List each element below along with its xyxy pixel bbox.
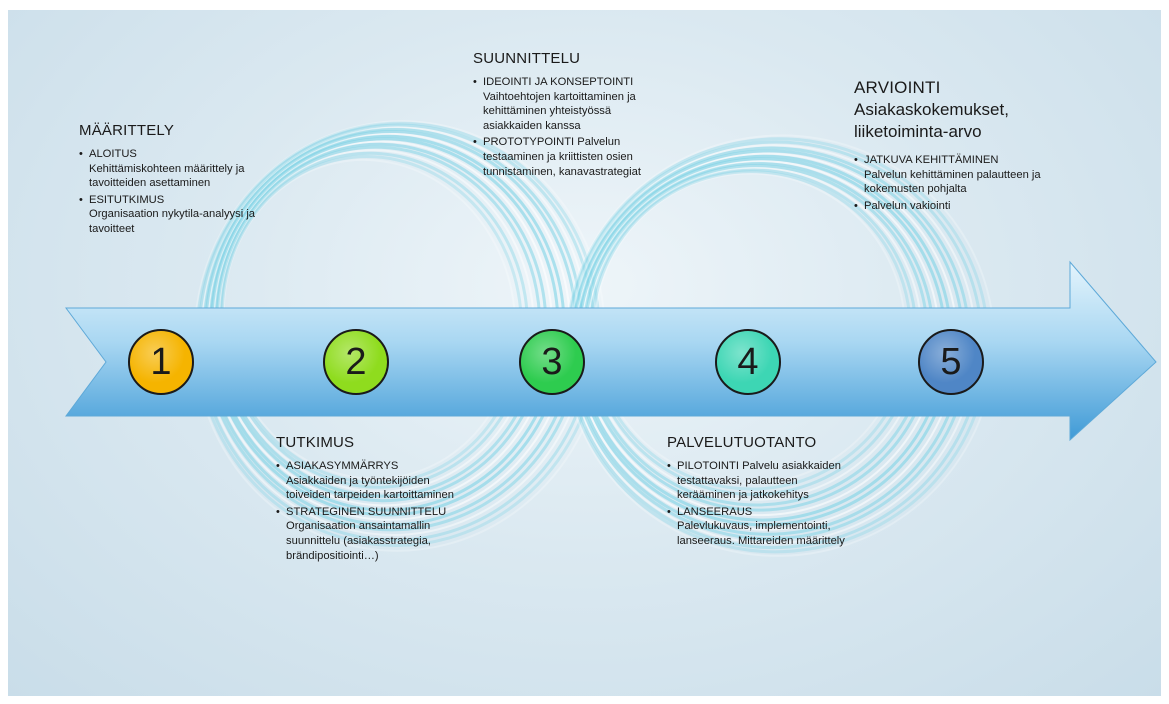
item-title: ASIAKASYMMÄRRYS (286, 460, 399, 472)
phase-title: ARVIOINTI (854, 78, 941, 97)
item-text: Vaihtoehtojen kartoittaminen ja kehittäm… (483, 90, 636, 132)
phase-title: SUUNNITTELU (473, 50, 581, 67)
item-title: JATKUVA KEHITTÄMINEN (864, 154, 999, 166)
phase-item: STRATEGINEN SUUNNITTELU Organisaation ans… (276, 505, 456, 563)
step-5-circle: 5 (918, 329, 984, 395)
phase-title: TUTKIMUS (276, 434, 355, 451)
step-number: 1 (150, 340, 172, 383)
phase-item: Palvelun vakiointi (854, 199, 1044, 214)
item-text: Palvelun testaaminen ja kriittisten osie… (483, 136, 641, 178)
phase-item: ESITUTKIMUS Organisaation nykytila-analyy… (79, 193, 269, 237)
item-title: PROTOTYPOINTI (483, 136, 575, 149)
step-4-circle: 4 (715, 329, 781, 395)
item-text: Asiakkaiden ja työntekijöiden toiveiden … (286, 474, 454, 502)
step-2-circle: 2 (323, 329, 389, 395)
phase-subtitle: Asiakaskokemukset, liiketoiminta-arvo (854, 100, 1009, 141)
phase-item: PILOTOINTI Palvelu asiakkaiden testattav… (667, 459, 847, 503)
step-number: 2 (345, 340, 367, 383)
item-text: Palvelun kehittäminen palautteen ja koke… (864, 168, 1041, 196)
phase-1-text: MÄÄRITTELY ALOITUS Kehittämiskohteen määr… (79, 122, 269, 239)
phase-title: PALVELUTUOTANTO (667, 434, 817, 451)
step-3-circle: 3 (519, 329, 585, 395)
item-title: LANSEERAUS (677, 505, 753, 518)
item-text: Palevlukuvaus, implementointi, lanseerau… (677, 520, 845, 547)
phase-item: JATKUVA KEHITTÄMINEN Palvelun kehittämine… (854, 153, 1044, 197)
item-title: IDEOINTI JA KONSEPTOINTI (483, 76, 634, 88)
phase-item: PROTOTYPOINTI Palvelun testaaminen ja kr… (473, 135, 648, 179)
item-text: Palvelu asiakkaiden testattavaksi, palau… (677, 460, 841, 502)
phase-5-text: ARVIOINTI Asiakaskokemukset, liiketoimin… (854, 77, 1044, 215)
process-diagram: 1 2 3 4 5 MÄÄRITTELY ALOITUS Kehittämisko… (8, 10, 1161, 696)
item-title: ESITUTKIMUS (89, 193, 165, 206)
item-title: Palvelun vakiointi (864, 199, 951, 212)
step-1-circle: 1 (128, 329, 194, 395)
phase-3-text: SUUNNITTELU IDEOINTI JA KONSEPTOINTI Vaih… (473, 50, 648, 181)
step-number: 5 (940, 340, 962, 383)
item-text: Kehittämiskohteen määrittely ja tavoitte… (89, 162, 245, 190)
item-text: Organisaation nykytila-analyysi ja tavoi… (89, 208, 256, 235)
phase-4-text: PALVELUTUOTANTO PILOTOINTI Palvelu asiak… (667, 434, 847, 551)
phase-item: IDEOINTI JA KONSEPTOINTI Vaihtoehtojen ka… (473, 75, 648, 133)
phase-2-text: TUTKIMUS ASIAKASYMMÄRRYS Asiakkaiden ja t… (276, 434, 456, 565)
item-title: PILOTOINTI (677, 460, 739, 472)
phase-title: MÄÄRITTELY (79, 122, 175, 139)
step-number: 4 (737, 340, 759, 383)
timeline-arrow (65, 260, 1157, 442)
phase-item: ALOITUS Kehittämiskohteen määrittely ja t… (79, 147, 269, 191)
item-text: Organisaation ansaintamallin suunnittelu… (286, 520, 431, 562)
item-title: STRATEGINEN SUUNNITTELU (286, 505, 447, 518)
phase-item: ASIAKASYMMÄRRYS Asiakkaiden ja työntekijö… (276, 459, 456, 503)
item-title: ALOITUS (89, 148, 137, 160)
phase-item: LANSEERAUS Palevlukuvaus, implementointi,… (667, 505, 847, 549)
step-number: 3 (541, 340, 563, 383)
